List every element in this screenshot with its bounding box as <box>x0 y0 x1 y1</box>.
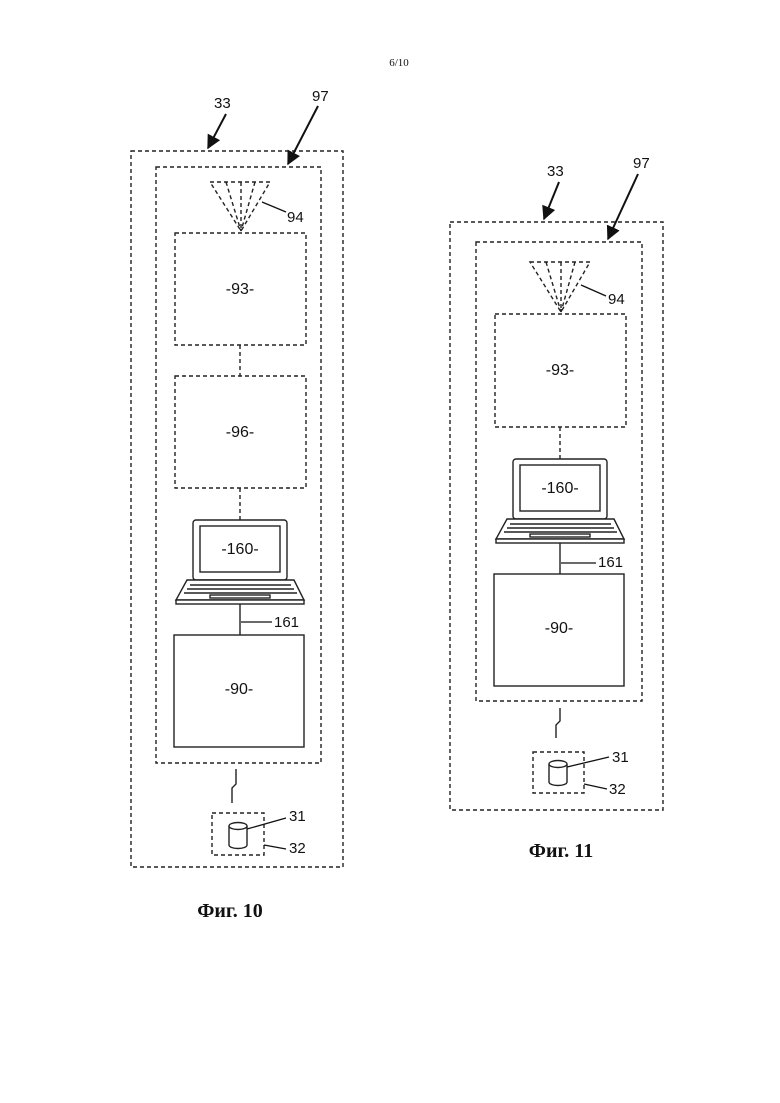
ref-33: 33 <box>214 95 231 112</box>
box-93-label: -93- <box>226 281 254 298</box>
ref-94: 94 <box>287 209 304 226</box>
inner-enclosure-97 <box>156 167 321 763</box>
ref-161: 161 <box>598 554 623 571</box>
arrow-33 <box>544 182 559 219</box>
figure-11: 33 97 94 -93- -160- <box>450 155 663 862</box>
arrow-33 <box>208 114 226 148</box>
leader-32 <box>264 845 286 849</box>
antenna-94-icon <box>210 182 270 231</box>
arrow-97 <box>608 174 638 239</box>
ref-33: 33 <box>547 163 564 180</box>
figure-11-caption: Фиг. 11 <box>529 840 593 862</box>
leader-32 <box>584 784 607 789</box>
box-90-label: -90- <box>545 620 573 637</box>
leader-31 <box>567 757 609 767</box>
page-number: 6/10 <box>389 57 409 69</box>
ref-97: 97 <box>312 88 329 105</box>
box-90-label: -90- <box>225 681 253 698</box>
ref-97: 97 <box>633 155 650 172</box>
laptop-160-icon <box>176 520 304 604</box>
box-96-label: -96- <box>226 424 254 441</box>
ref-161: 161 <box>274 614 299 631</box>
leader-94 <box>262 202 286 212</box>
leader-94 <box>581 285 606 296</box>
wireless-link-icon <box>556 708 560 738</box>
laptop-160-label: -160- <box>221 541 258 558</box>
outer-enclosure-33 <box>131 151 343 867</box>
leader-31 <box>247 818 286 829</box>
box-93-label: -93- <box>546 362 574 379</box>
ref-31: 31 <box>289 808 306 825</box>
figure-10-caption: Фиг. 10 <box>197 900 263 922</box>
figure-10: 33 97 94 -93- -96- <box>131 88 343 922</box>
laptop-160-icon <box>496 459 624 543</box>
ref-31: 31 <box>612 749 629 766</box>
ref-94: 94 <box>608 291 625 308</box>
antenna-94-icon <box>530 262 590 312</box>
arrow-97 <box>288 106 318 164</box>
laptop-160-label: -160- <box>541 480 578 497</box>
ref-32: 32 <box>289 840 306 857</box>
ref-32: 32 <box>609 781 626 798</box>
database-31-icon <box>229 823 247 849</box>
database-31-icon <box>549 761 567 786</box>
wireless-link-icon <box>232 769 236 803</box>
